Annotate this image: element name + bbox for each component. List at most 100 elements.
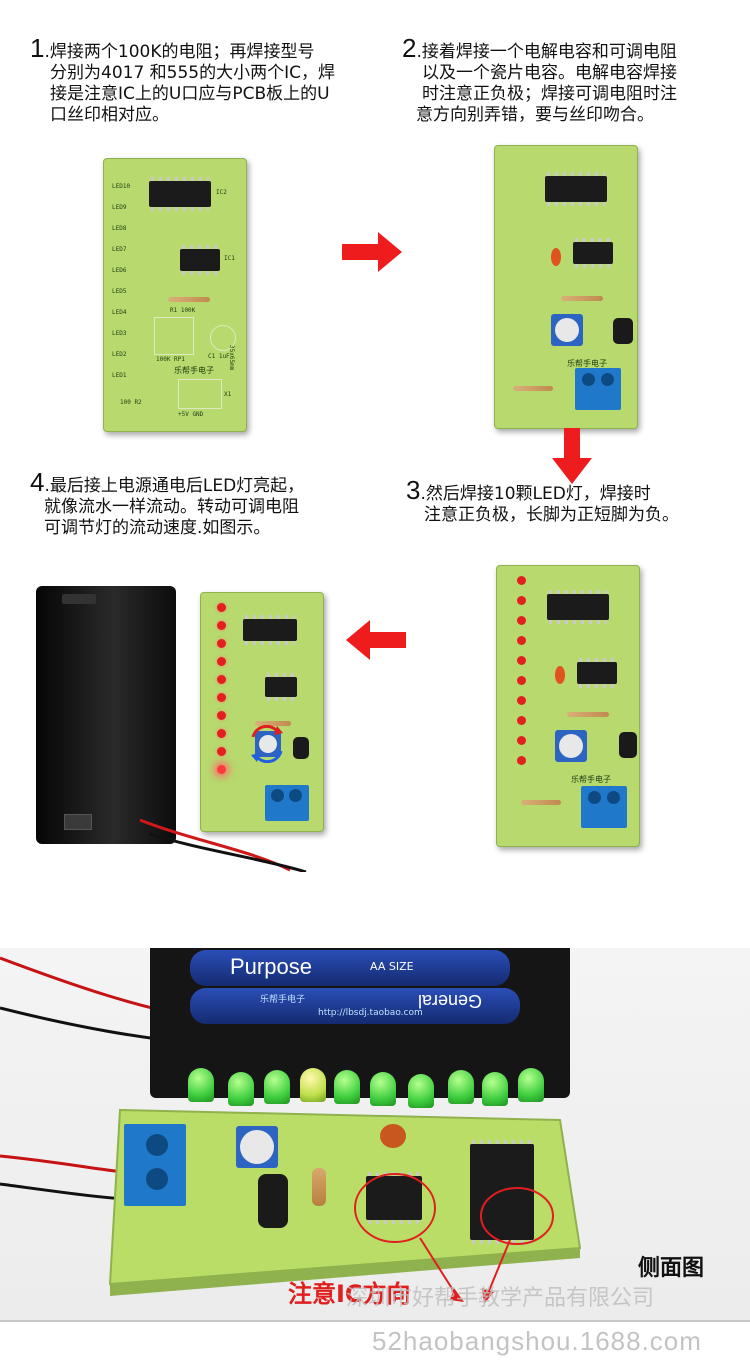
green-led-10 xyxy=(518,1068,544,1102)
led-8 xyxy=(517,616,526,625)
resistor-r2-b2 xyxy=(513,386,553,391)
step-2-line-1: .接着焊接一个电解电容和可调电阻 xyxy=(416,42,677,62)
ic1-chip-b4 xyxy=(265,673,297,701)
step-4-text: 4.最后接上电源通电后LED灯亮起， 就像流水一样流动。转动可调电阻 可调节灯的… xyxy=(30,469,370,539)
ic-direction-annotation xyxy=(354,1173,554,1304)
step-3-text: 3.然后焊接10颗LED灯，焊接时 注意正负极，长脚为正短脚为负。 xyxy=(406,477,746,526)
ceramic-capacitor-b3 xyxy=(555,666,565,684)
led-1-glowing xyxy=(217,765,226,774)
ic2-chip-b3 xyxy=(547,590,609,624)
side-view-label: 侧面图 xyxy=(638,1256,705,1281)
green-led-8 xyxy=(448,1070,474,1104)
arrow-left-icon xyxy=(346,620,406,660)
led-6 xyxy=(517,656,526,665)
led7-silk: LED7 xyxy=(112,246,127,253)
led-7 xyxy=(517,636,526,645)
led-3-lit xyxy=(217,729,226,738)
side-view-photo: Purpose AA SIZE 乐帮手电子 http://lbsdj.taoba… xyxy=(0,948,750,1320)
power-switch xyxy=(64,814,92,830)
electrolytic-capacitor-b4 xyxy=(293,737,309,759)
ic1-chip-b3 xyxy=(577,658,617,688)
side-ic2-chip xyxy=(470,1140,534,1244)
led-10-lit xyxy=(217,603,226,612)
ic2-silk: IC2 xyxy=(216,189,227,196)
step-1-line-1: .焊接两个100K的电阻；再焊接型号 xyxy=(44,42,315,62)
step-2-text: 2.接着焊接一个电解电容和可调电阻 以及一个瓷片电容。电解电容焊接 时注意正负极… xyxy=(402,35,742,126)
led-8-lit xyxy=(217,639,226,648)
led-9-lit xyxy=(217,621,226,630)
green-led-1 xyxy=(188,1068,214,1102)
green-led-3 xyxy=(264,1070,290,1104)
resistor-r1 xyxy=(168,297,210,302)
led-3 xyxy=(517,716,526,725)
led-4 xyxy=(517,696,526,705)
x1-outline xyxy=(178,379,222,409)
rotate-arrows-icon xyxy=(251,725,283,763)
ic1-chip xyxy=(180,245,220,275)
ic2-chip-b2 xyxy=(545,172,607,206)
company-watermark: 深圳市好帮手教学产品有限公司 xyxy=(346,1286,655,1311)
pcb-board-step-3: 乐帮手电子 xyxy=(496,565,640,847)
green-led-row xyxy=(188,1068,558,1118)
led-6-lit xyxy=(217,675,226,684)
x1-silk: X1 xyxy=(224,391,232,398)
resistor-r2-b3 xyxy=(521,800,561,805)
led10-silk: LED10 xyxy=(112,183,131,190)
led1-silk: LED1 xyxy=(112,372,127,379)
ic2-chip-b4 xyxy=(243,615,297,645)
battery-url-label: http://lbsdj.taobao.com xyxy=(318,1008,423,1018)
led-5 xyxy=(517,676,526,685)
battery-label-purpose: Purpose xyxy=(230,954,312,979)
step-2-line-4: 意方向别弄错，要与丝印吻合。 xyxy=(416,105,654,125)
step-2-line-3: 时注意正负极；焊接可调电阻时注 xyxy=(422,84,677,104)
led-10 xyxy=(517,576,526,585)
c1-outline xyxy=(210,325,236,351)
pcb-board-step-4 xyxy=(200,592,324,832)
resistor-r1-b4 xyxy=(255,721,291,726)
led-2-lit xyxy=(217,747,226,756)
terminal-block xyxy=(575,368,621,410)
potentiometer xyxy=(551,314,583,346)
ic-direction-note: 注意IC方向 xyxy=(288,1280,411,1308)
pcb-board-step-2: 乐帮手电子 xyxy=(494,145,638,429)
step-4-number: 4 xyxy=(30,467,45,497)
resistor-r1-b2 xyxy=(561,296,603,301)
ic1-chip-b2 xyxy=(573,238,613,268)
led-column-step-3 xyxy=(517,576,526,765)
potentiometer-b4 xyxy=(255,731,281,757)
ic2-chip xyxy=(149,177,211,211)
step-3-line-1: .然后焊接10颗LED灯，焊接时 xyxy=(420,484,651,504)
led-5-lit xyxy=(217,693,226,702)
led-9 xyxy=(517,596,526,605)
side-terminal-block xyxy=(124,1124,186,1206)
step-4-line-3: 可调节灯的流动速度.如图示。 xyxy=(44,518,271,538)
power-wires xyxy=(139,818,307,872)
step-3-line-2: 注意正负极，长脚为正短脚为负。 xyxy=(424,505,679,525)
green-led-2 xyxy=(228,1072,254,1106)
rp1-outline xyxy=(154,317,194,355)
rp1-silk: 100K RP1 xyxy=(156,356,185,363)
step-2-line-2: 以及一个瓷片电容。电解电容焊接 xyxy=(422,63,677,83)
step-4-line-2: 就像流水一样流动。转动可调电阻 xyxy=(44,497,299,517)
led-4-lit xyxy=(217,711,226,720)
power-silk: +5V GND xyxy=(178,411,204,418)
r2-silk: 100 R2 xyxy=(120,399,142,406)
url-watermark: 52haobangshou.1688.com xyxy=(372,1326,702,1356)
brand-silk-b2: 乐帮手电子 xyxy=(567,359,607,368)
step-1-line-3: 接是注意IC上的U口应与PCB板上的U xyxy=(50,84,330,104)
side-electrolytic-capacitor xyxy=(258,1174,288,1228)
battery-brand-label: 乐帮手电子 xyxy=(260,995,306,1005)
watermark-divider xyxy=(0,1320,750,1322)
electrolytic-capacitor xyxy=(613,318,633,344)
battery-box xyxy=(36,586,176,844)
led3-silk: LED3 xyxy=(112,330,127,337)
led4-silk: LED4 xyxy=(112,309,127,316)
led-silk-column: LED10 LED9 LED8 LED7 LED6 LED5 LED4 LED3… xyxy=(112,183,130,393)
terminal-block-b4 xyxy=(265,785,309,821)
size-silk: 35x65mm xyxy=(228,345,235,371)
green-led-9 xyxy=(482,1072,508,1106)
led8-silk: LED8 xyxy=(112,225,127,232)
led-7-lit xyxy=(217,657,226,666)
battery-top: Purpose AA SIZE xyxy=(190,950,510,986)
arrow-right-icon xyxy=(342,232,402,272)
